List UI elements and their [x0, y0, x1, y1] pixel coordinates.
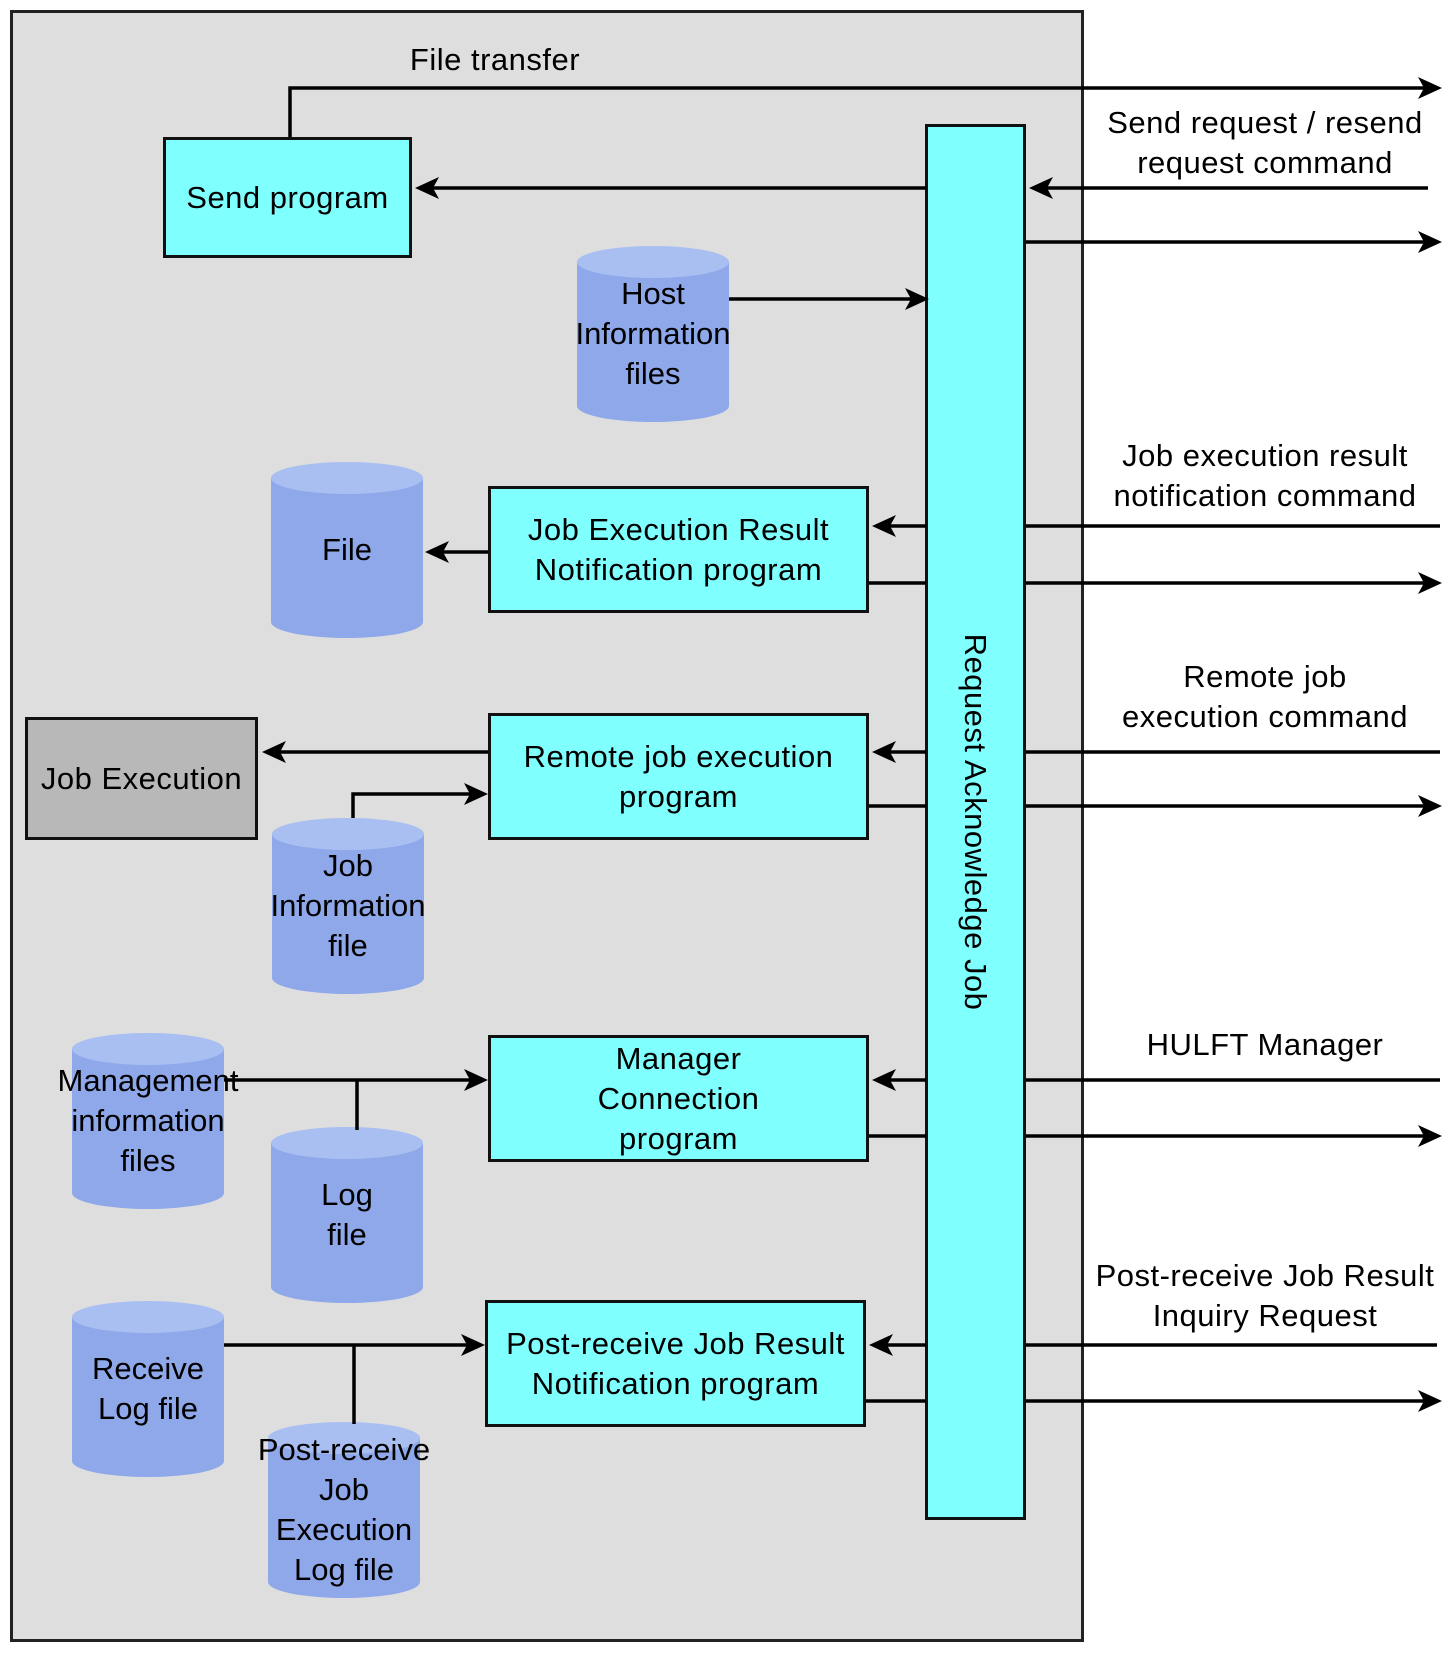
arrow-left-icon	[872, 741, 896, 763]
hulft-manager-label: HULFT Manager	[1146, 1027, 1384, 1062]
post-receive-job-execution-log-file-label: Post-receive Job Execution Log file	[257, 1432, 431, 1587]
arrow-right-icon	[1418, 572, 1442, 594]
arrow-left-icon	[415, 177, 439, 199]
cylinder-icon	[72, 1301, 224, 1477]
host-information-files-label: Host Information files	[575, 276, 731, 391]
arrow-right-icon	[1418, 795, 1442, 817]
cylinder-icon	[271, 462, 423, 638]
post-receive-job-execution-log-file-cylinder: Post-receive Job Execution Log file	[258, 1422, 430, 1598]
arrow-left-icon	[872, 515, 896, 537]
log-file-label: Log file	[321, 1177, 373, 1252]
arrow-right-icon	[464, 783, 488, 805]
cylinder-icon	[268, 1422, 420, 1598]
file-cylinder: File	[271, 462, 423, 638]
arrow-right-icon	[1418, 231, 1442, 253]
post-receive-job-result-notification-program-box: Post-receive Job Result Notification pro…	[485, 1300, 866, 1427]
arrow-right-icon	[905, 288, 929, 310]
arrow-left-icon	[425, 541, 449, 563]
cylinder-icon	[72, 1033, 224, 1209]
arrow-right-icon	[461, 1334, 485, 1356]
cylinder-icon	[271, 1127, 423, 1303]
arrow-left-icon	[1029, 177, 1053, 199]
receive-log-file-label: Receive Log file	[92, 1351, 204, 1426]
management-information-files-label: Management information files	[57, 1063, 239, 1178]
arrow-left-icon	[872, 1069, 896, 1091]
remote-job-execution-program-box: Remote job execution program	[488, 713, 869, 840]
request-acknowledge-job-box	[925, 124, 1026, 1520]
post-receive-inquiry-label: Post-receive Job Result Inquiry Request	[1095, 1258, 1435, 1333]
management-information-files-cylinder: Management information files	[58, 1033, 238, 1209]
manager-connection-program-box: Manager Connection program	[488, 1035, 869, 1162]
job-information-file-cylinder: Job Information file	[270, 818, 426, 994]
file-transfer-label: File transfer	[409, 42, 581, 77]
arrow-right-icon	[1418, 77, 1442, 99]
job-info-to-remote-job-line	[351, 792, 474, 818]
arrow-left-icon	[869, 1334, 893, 1356]
cylinder-icon	[272, 818, 424, 994]
arrow-right-icon	[464, 1069, 488, 1091]
remote-job-execution-command-label: Remote job execution command	[1122, 659, 1408, 734]
file-transfer-line	[288, 86, 1428, 137]
arrow-right-icon	[1418, 1125, 1442, 1147]
job-information-file-label: Job Information file	[270, 848, 426, 963]
send-request-label: Send request / resend request command	[1107, 105, 1423, 180]
send-program-box: Send program	[163, 137, 412, 258]
log-file-cylinder: Log file	[271, 1127, 423, 1303]
job-execution-result-notification-program-box: Job Execution Result Notification progra…	[488, 486, 869, 613]
cylinder-icon	[577, 246, 729, 422]
receive-log-file-cylinder: Receive Log file	[72, 1301, 224, 1477]
file-label: File	[322, 532, 372, 567]
host-information-files-cylinder: Host Information files	[575, 246, 731, 422]
arrow-right-icon	[1418, 1390, 1442, 1412]
job-execution-result-command-label: Job execution result notification comman…	[1113, 438, 1417, 513]
job-execution-box: Job Execution	[25, 717, 258, 840]
arrow-left-icon	[262, 741, 286, 763]
